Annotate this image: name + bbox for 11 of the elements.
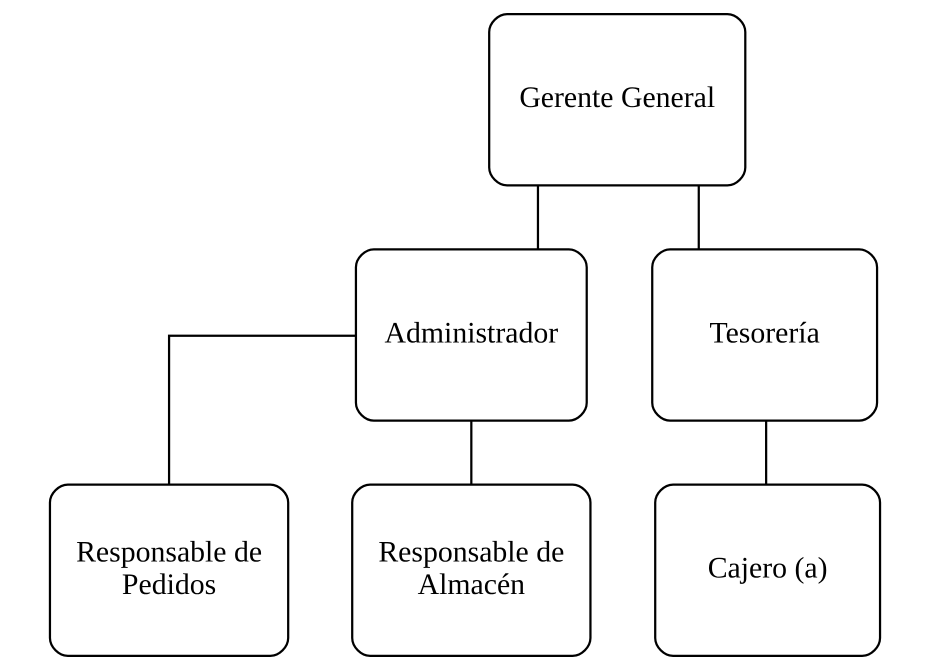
node-box: Gerente General [488,13,746,186]
connector [536,186,539,250]
node-box: Responsable de Almacén [350,484,592,657]
node-box: Responsable de Pedidos [48,484,289,657]
connector [470,421,472,484]
node-box: Administrador [354,248,588,422]
connector [764,421,767,484]
connector [167,334,356,484]
connector [697,186,700,250]
node-box: Tesorería [650,248,878,422]
node-box: Cajero (a) [654,484,881,657]
